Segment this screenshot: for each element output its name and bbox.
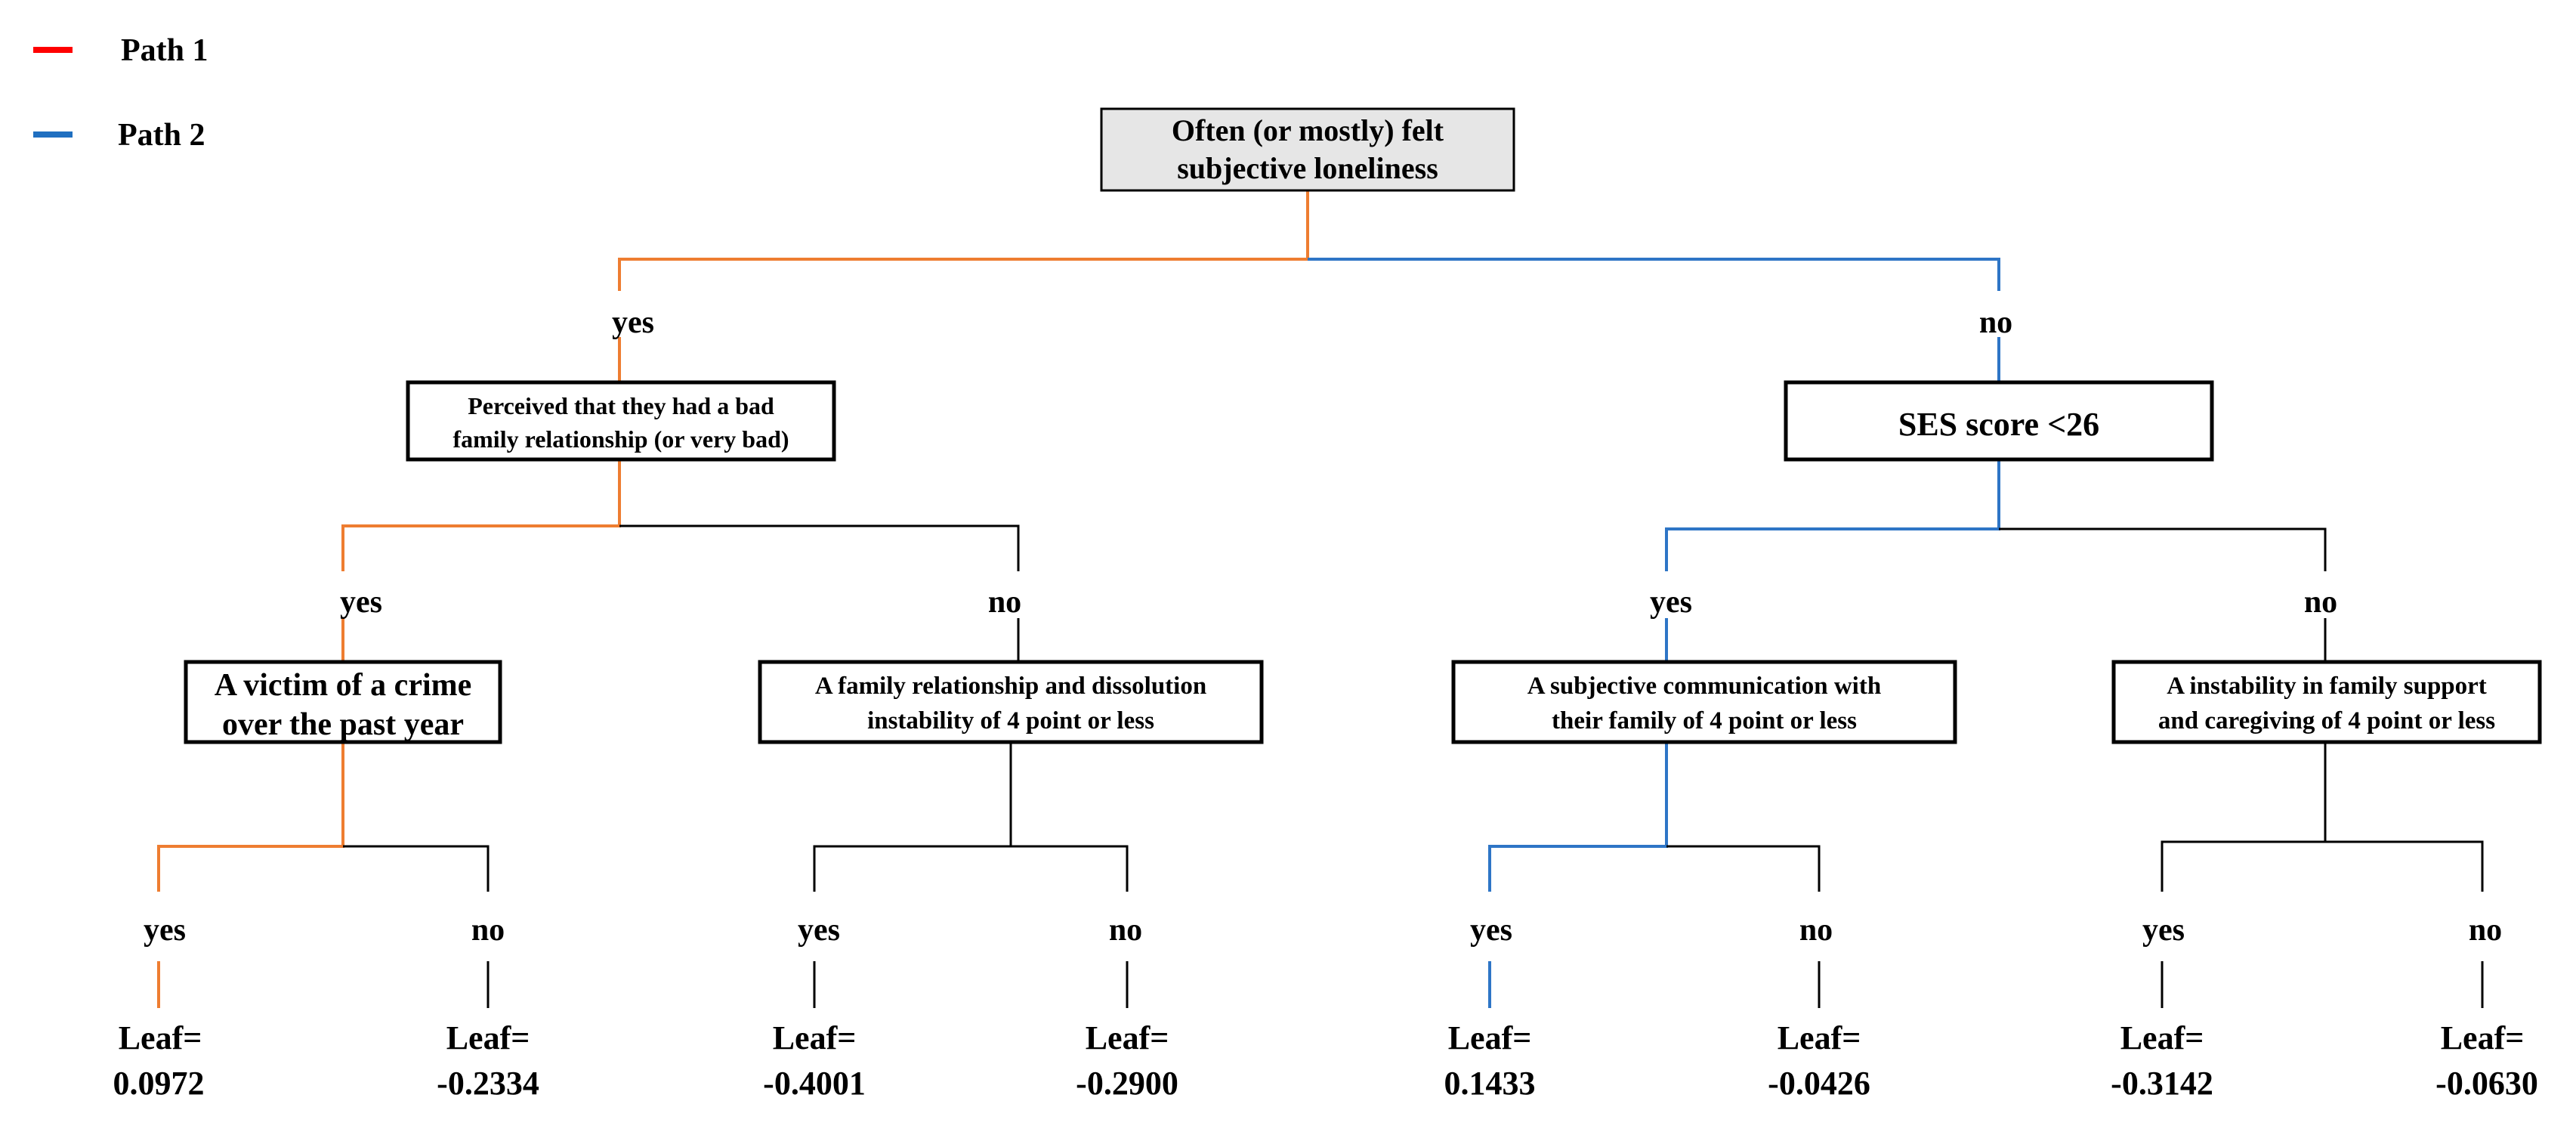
node-text-line: Often (or mostly) felt	[1172, 113, 1444, 147]
edge-root-to-no	[1308, 258, 2000, 291]
leaf-node: Leaf= -0.2334	[437, 1019, 539, 1102]
edge-node-ll-to-no	[343, 845, 490, 892]
edge-node-lr-to-no	[1011, 845, 1129, 892]
node-box	[758, 660, 1264, 744]
leaf-value: -0.0426	[1768, 1065, 1870, 1102]
node-box	[2111, 660, 2542, 744]
branch-label-yes: yes	[144, 913, 186, 948]
edge-node-rl-to-yes	[1488, 742, 1668, 892]
root-node: Often (or mostly) felt subjective loneli…	[1100, 107, 1515, 192]
branch-label-yes: yes	[2142, 913, 2185, 948]
branch-label-no: no	[1799, 913, 1833, 948]
node-family-support: A instability in family support and care…	[2111, 660, 2542, 744]
leaf-value: -0.0630	[2435, 1065, 2538, 1102]
leaf-value: -0.3142	[2111, 1065, 2213, 1102]
node-crime-victim: A victim of a crime over the past year	[184, 660, 502, 744]
leaf-value: 0.1433	[1444, 1065, 1536, 1102]
leaf-label: Leaf=	[119, 1019, 202, 1056]
edge-node-l-to-no	[619, 524, 1020, 571]
edge-node-rr-to-no	[2325, 840, 2484, 892]
node-text-line: their family of 4 point or less	[1552, 707, 1857, 735]
leaf-node: Leaf= 0.0972	[113, 1019, 205, 1102]
legend-label-path-1: Path 1	[121, 33, 208, 68]
edge-node-r-to-no	[1999, 527, 2327, 571]
branch-label-yes: yes	[612, 305, 654, 340]
leaf-node: Leaf= -0.4001	[763, 1019, 866, 1102]
leaf-node: Leaf= -0.0630	[2435, 1019, 2538, 1102]
leaf-label: Leaf=	[1086, 1019, 1169, 1056]
leaf-value: -0.2900	[1076, 1065, 1178, 1102]
node-bad-family-relationship: Perceived that they had a bad family rel…	[406, 380, 836, 462]
node-text-line: over the past year	[222, 707, 464, 742]
node-ses-score: SES score <26	[1784, 380, 2214, 462]
leaf-label: Leaf=	[2120, 1019, 2204, 1056]
edge-node-r-to-yes	[1665, 459, 2000, 571]
leaf-node: Leaf= 0.1433	[1444, 1019, 1536, 1102]
edge-node-l-to-yes	[341, 459, 621, 571]
edge-node-rl-to-no	[1666, 845, 1821, 892]
branch-label-no: no	[2304, 585, 2337, 620]
leaf-node: Leaf= -0.3142	[2111, 1019, 2213, 1102]
edge-node-ll-to-yes	[157, 742, 344, 892]
leaf-value: 0.0972	[113, 1065, 205, 1102]
node-family-communication: A subjective communication with their fa…	[1451, 660, 1957, 744]
leaf-label: Leaf=	[773, 1019, 857, 1056]
branch-label-yes: yes	[1470, 913, 1512, 948]
node-box	[184, 660, 502, 744]
branch-label-no: no	[2469, 913, 2502, 948]
node-text-line: A instability in family support	[2167, 673, 2487, 700]
legend-item-path-1: Path 1	[33, 33, 208, 68]
edge-node-lr-to-yes	[813, 742, 1012, 892]
leaf-label: Leaf=	[446, 1019, 530, 1056]
node-box	[1784, 380, 2214, 462]
edge-root-to-yes	[618, 190, 1309, 291]
node-family-dissolution: A family relationship and dissolution in…	[758, 660, 1264, 744]
branch-label-no: no	[1979, 305, 2012, 340]
node-text-line: family relationship (or very bad)	[452, 425, 789, 453]
branch-label-yes: yes	[1650, 585, 1692, 620]
legend-item-path-2: Path 2	[33, 118, 205, 153]
leaves: Leaf= 0.0972 Leaf= -0.2334 Leaf= -0.4001…	[113, 1019, 2538, 1102]
node-text-line: subjective loneliness	[1177, 151, 1438, 185]
node-text-line: A subjective communication with	[1527, 673, 1881, 700]
node-text-line: and caregiving of 4 point or less	[2158, 707, 2495, 735]
leaf-label: Leaf=	[2441, 1019, 2525, 1056]
node-text-line: A family relationship and dissolution	[815, 673, 1206, 700]
leaf-value: -0.4001	[763, 1065, 866, 1102]
node-text-line: A victim of a crime	[215, 668, 472, 703]
branch-label-no: no	[471, 913, 505, 948]
leaf-node: Leaf= -0.2900	[1076, 1019, 1178, 1102]
node-text-line: instability of 4 point or less	[867, 707, 1154, 735]
decision-nodes: Often (or mostly) felt subjective loneli…	[184, 107, 2542, 744]
legend-label-path-2: Path 2	[118, 118, 205, 153]
branch-label-yes: yes	[798, 913, 840, 948]
branch-label-no: no	[1109, 913, 1142, 948]
branch-labels: yes no yes no yes no yes no yes no yes n…	[144, 298, 2502, 948]
leaf-label: Leaf=	[1778, 1019, 1861, 1056]
leaf-value: -0.2334	[437, 1065, 539, 1102]
root-node-box	[1100, 107, 1515, 192]
legend: Path 1 Path 2	[33, 33, 208, 153]
node-text-line: Perceived that they had a bad	[468, 392, 774, 419]
leaf-label: Leaf=	[1448, 1019, 1532, 1056]
leaf-node: Leaf= -0.0426	[1768, 1019, 1870, 1102]
edge-node-rr-to-yes	[2161, 742, 2327, 892]
branch-label-yes: yes	[340, 585, 382, 620]
tree-edges	[157, 190, 2484, 1008]
branch-label-no: no	[988, 585, 1021, 620]
node-box	[406, 380, 836, 462]
node-text-line: SES score <26	[1898, 406, 2099, 443]
node-box	[1451, 660, 1957, 744]
